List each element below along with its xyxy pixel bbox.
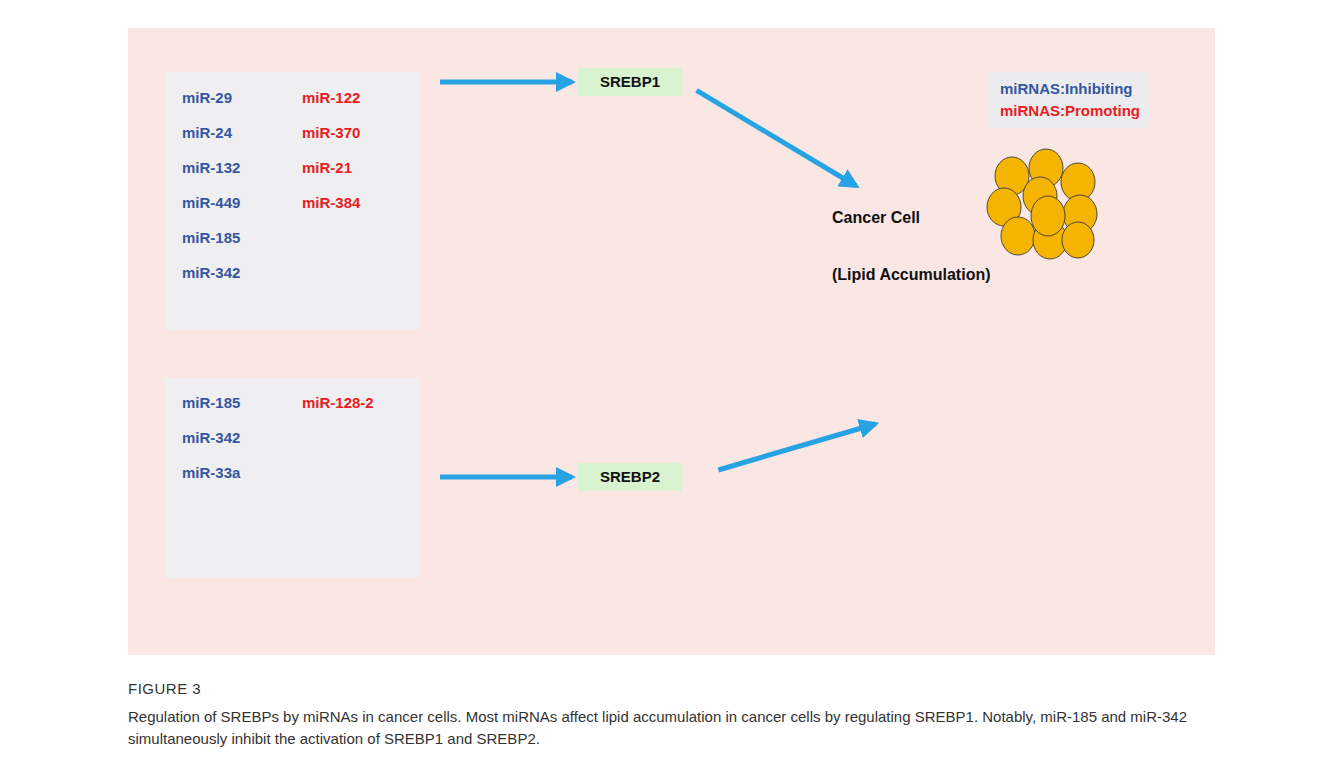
cancer-cell-group: Cancer Cell (Lipid Accumulation)	[826, 186, 1100, 424]
legend-color: miRNAS:Promoting	[1000, 100, 1140, 122]
figure-caption: Regulation of SREBPs by miRNAs in cancer…	[128, 706, 1218, 750]
arrow-connector	[718, 424, 875, 470]
node-label: (Lipid Accumulation)	[832, 265, 991, 284]
legend-color: miRNAS:Inhibiting	[1000, 78, 1140, 100]
srebp-box: SREBP1	[578, 68, 682, 96]
mirna-name: miR-185	[182, 394, 240, 412]
figure-number: FIGURE 3	[128, 680, 201, 697]
legend-text: miRNAS:Promoting	[1000, 102, 1140, 119]
mirna-name: miR-370	[302, 124, 360, 142]
mirna-name: miR-449	[182, 194, 240, 212]
cancer-cell-icon	[987, 149, 1097, 259]
box-label: SREBP1	[600, 73, 660, 91]
mirna-name: miR-24	[182, 124, 232, 142]
mirna-name: miR-128-2	[302, 394, 374, 412]
arrow-connector	[440, 475, 572, 480]
mirna-list-box: miR-29 miR-24 miR-132 miR-449 miR-185 miR-342…	[165, 72, 420, 330]
figure-panel	[128, 28, 1215, 655]
srebp-box: SREBP2	[578, 463, 682, 491]
mirna-name: miR-342	[182, 429, 240, 447]
mirna-name: miR-342	[182, 264, 240, 282]
node-label: Cancer Cell	[832, 208, 920, 227]
box-label: SREBP2	[600, 468, 660, 486]
mirna-name: miR-122	[302, 89, 360, 107]
mirna-name: miR-185	[182, 229, 240, 247]
mirna-name: miR-384	[302, 194, 360, 212]
mirna-name: miR-33a	[182, 464, 240, 482]
arrow-connector	[697, 90, 857, 186]
legend-text: miRNAS:Inhibiting	[1000, 80, 1132, 97]
arrow-connector	[440, 80, 572, 85]
legend-box: miRNAS:Inhibiting miRNAS:Promoting	[990, 72, 1150, 128]
mirna-name: miR-29	[182, 89, 232, 107]
mirna-list-box: miR-185 miR-342 miR-33a miR-128-2	[165, 378, 420, 578]
mirna-name: miR-132	[182, 159, 240, 177]
mirna-name: miR-21	[302, 159, 352, 177]
